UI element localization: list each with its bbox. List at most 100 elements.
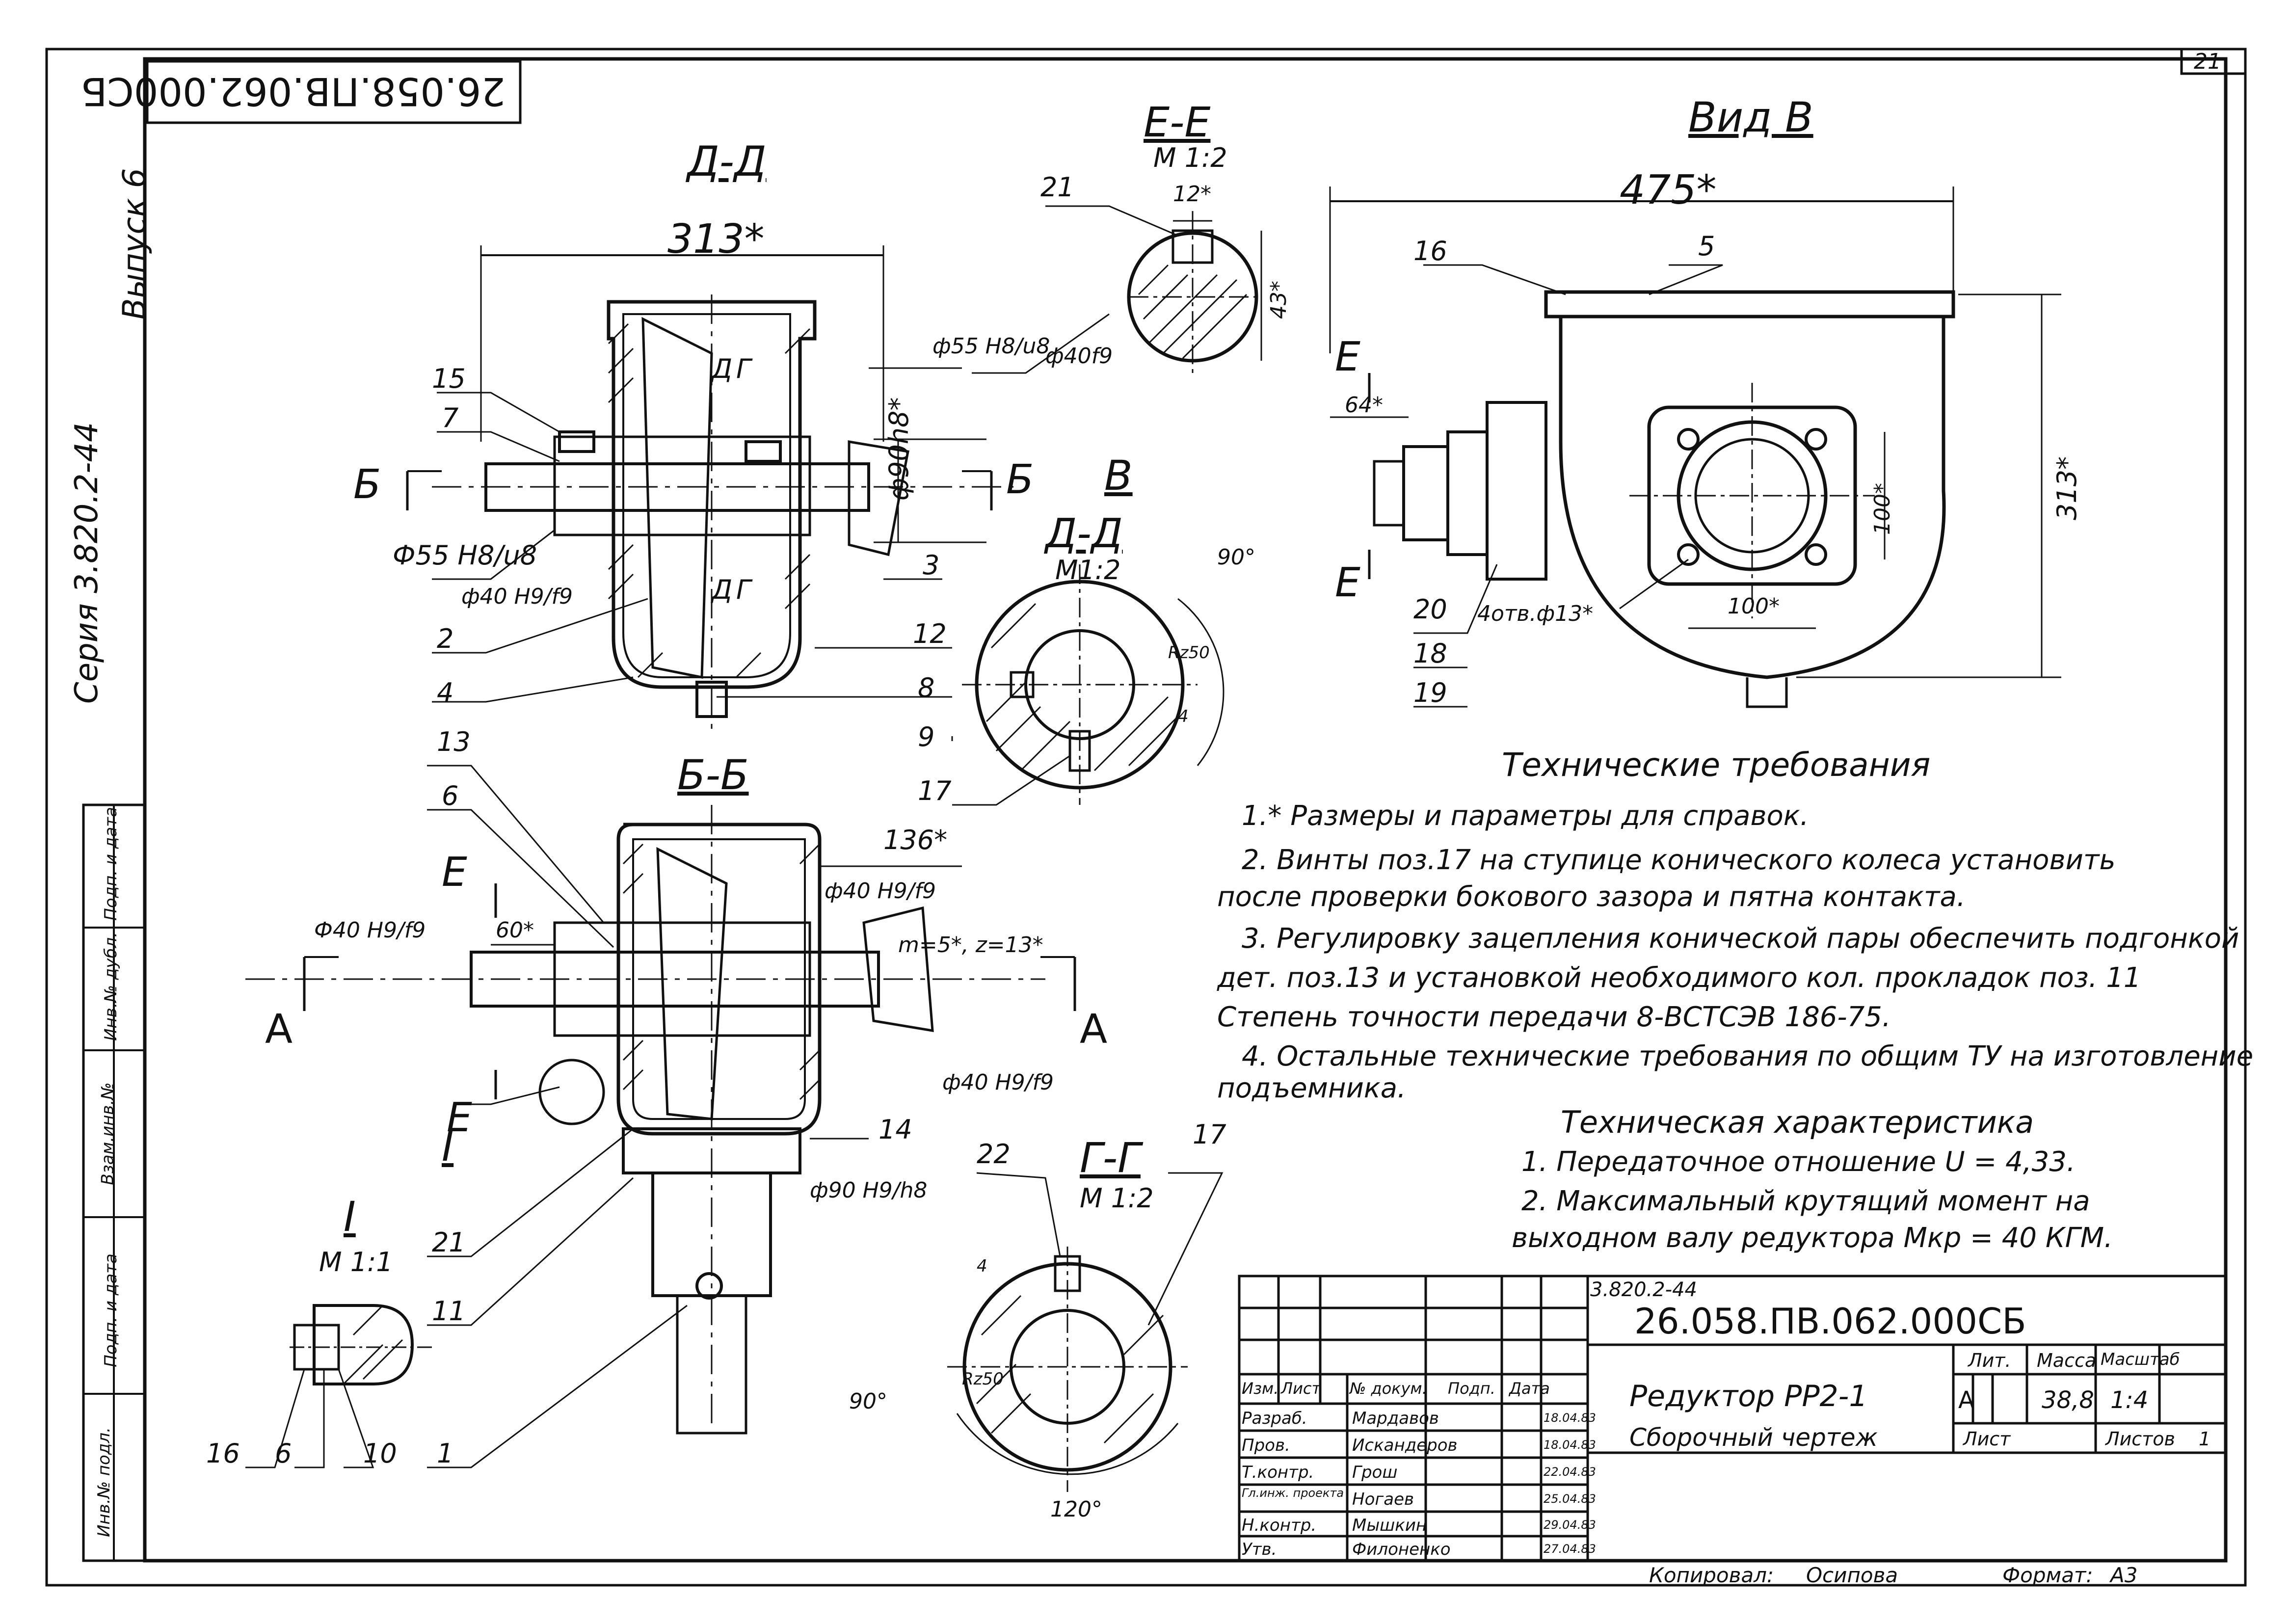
pos-15: 15 xyxy=(432,363,466,394)
tb-lit-label: Лит. xyxy=(1968,1350,2011,1371)
tech-char-3: выходном валу редуктора Мкр = 40 КГМ. xyxy=(1512,1222,2113,1254)
dim-40-b: Ф40 H9/f9 xyxy=(314,918,426,943)
pos-17: 17 xyxy=(918,775,952,806)
mark-e-3: Е xyxy=(1335,334,1360,380)
tech-req-2: 2. Винты поз.17 на ступице конического к… xyxy=(1242,844,2116,876)
pos-7: 7 xyxy=(442,402,459,433)
title-dd: Д-Д xyxy=(687,137,767,186)
title-vid-v: Вид В xyxy=(1688,93,1813,141)
view-v-linework xyxy=(1329,186,2061,708)
pos-22: 22 xyxy=(977,1139,1011,1170)
mark-e-1: Е xyxy=(442,849,467,896)
tb-date-2: 18.04.83 xyxy=(1544,1438,1596,1452)
mark-b-left: Б xyxy=(353,461,381,508)
mark-e-4: Е xyxy=(1335,559,1360,606)
tb-role-6: Утв. xyxy=(1242,1540,1277,1559)
mark-g-1: Г xyxy=(736,353,751,384)
pos-17-b: 17 xyxy=(1193,1119,1226,1150)
mark-d-1: Д xyxy=(712,353,733,384)
mark-a-right: А xyxy=(1080,1006,1108,1053)
side-field-2: Подп. и дата xyxy=(101,1253,121,1367)
pos-12: 12 xyxy=(913,618,947,649)
section-gg-linework xyxy=(947,1247,1188,1492)
dim-475: 475* xyxy=(1620,167,1717,213)
tech-req-1: 1.* Размеры и параметры для справок. xyxy=(1242,800,1809,832)
copied-by: Осипова xyxy=(1806,1563,1898,1587)
tech-req-5: дет. поз.13 и установкой необходимого ко… xyxy=(1217,962,2141,994)
tech-req-title: Технические требования xyxy=(1502,746,1931,784)
pos-16: 16 xyxy=(206,1438,240,1469)
mark-g-2: Г xyxy=(736,574,751,605)
format-label: Формат: xyxy=(2002,1563,2093,1587)
tb-lit-value: А xyxy=(1958,1386,1974,1414)
tb-date-5: 29.04.83 xyxy=(1544,1518,1596,1532)
tb-scale-label: Масштаб xyxy=(2101,1350,2180,1369)
tb-sheets-label: Листов xyxy=(2105,1428,2175,1450)
dim-40f9: ф40f9 xyxy=(1045,344,1113,369)
dim-rz50-b: Rz50 xyxy=(962,1369,1004,1389)
dim-4-b: 4 xyxy=(977,1256,987,1276)
leader-lines xyxy=(245,205,1723,1468)
tech-char-2: 2. Максимальный крутящий момент на xyxy=(1521,1185,2090,1217)
pos-6: 6 xyxy=(442,780,459,811)
dim-4-a: 4 xyxy=(1178,707,1189,726)
pos-19: 19 xyxy=(1413,677,1447,708)
dim-64: 64* xyxy=(1345,393,1383,418)
pos-2: 2 xyxy=(437,623,454,654)
pos-4: 4 xyxy=(437,677,454,708)
tb-sheet-label: Лист xyxy=(1963,1428,2011,1450)
label-v: В xyxy=(1104,452,1133,500)
dim-90deg-a: 90° xyxy=(1217,545,1255,570)
tb-date-6: 27.04.83 xyxy=(1544,1542,1596,1556)
tb-name-5: Мышкин xyxy=(1352,1516,1427,1535)
dim-90-h8: ф90h8* xyxy=(883,397,914,501)
dim-holes: 4отв.ф13* xyxy=(1477,601,1594,626)
title-gg: Г-Г xyxy=(1080,1134,1141,1182)
dim-90deg-b: 90° xyxy=(849,1389,887,1414)
tb-doc-code: 26.058.ПВ.062.000СБ xyxy=(1634,1301,2026,1342)
tb-name-2: Искандеров xyxy=(1352,1436,1458,1455)
side-field-5: Подп. и дата xyxy=(101,807,121,921)
dim-43: 43* xyxy=(1266,281,1291,319)
dim-55-a: ф55 H8/u8 xyxy=(932,334,1050,359)
title-ee: Е-Е xyxy=(1144,98,1211,146)
tb-scale-value: 1:4 xyxy=(2110,1386,2149,1414)
pos-9: 9 xyxy=(918,721,935,752)
dim-90-h9-h8: ф90 H9/h8 xyxy=(810,1178,928,1203)
tb-name-3: Грош xyxy=(1352,1463,1398,1482)
dim-12: 12* xyxy=(1173,182,1211,207)
pos-18: 18 xyxy=(1413,638,1447,669)
dim-120deg: 120° xyxy=(1050,1497,1102,1522)
scale-dd-small: М1:2 xyxy=(1055,555,1121,586)
pos-11: 11 xyxy=(432,1296,466,1327)
dim-100-v: 100* xyxy=(1870,483,1895,535)
scale-ee: М 1:2 xyxy=(1153,142,1227,173)
side-field-1: Инв.№ подл. xyxy=(94,1427,114,1537)
format-value: А3 xyxy=(2110,1563,2138,1587)
pos-16-b: 16 xyxy=(1413,236,1447,266)
side-field-3: Взам.инв.№ xyxy=(98,1082,118,1185)
pos-13: 13 xyxy=(437,726,471,757)
tb-head-date: Дата xyxy=(1509,1379,1550,1398)
tb-date-4: 25.04.83 xyxy=(1544,1492,1596,1506)
tb-role-5: Н.контр. xyxy=(1242,1516,1317,1535)
tb-name-4: Ногаев xyxy=(1352,1490,1414,1509)
tb-name-1: Мардавов xyxy=(1352,1409,1439,1428)
dim-136: 136* xyxy=(883,825,948,855)
mark-detail-i: I xyxy=(442,1124,454,1171)
page-number: 21 xyxy=(2194,49,2221,74)
tb-role-3: Т.контр. xyxy=(1242,1463,1314,1482)
scale-detail-i: М 1:1 xyxy=(319,1247,393,1278)
mark-a-left: А xyxy=(265,1006,293,1053)
outer-frame xyxy=(45,48,2247,1587)
pos-1: 1 xyxy=(437,1438,454,1469)
title-bb: Б-Б xyxy=(677,751,749,799)
tb-head-izm: Изм. xyxy=(1242,1379,1279,1398)
title-dd-small: Д-Д xyxy=(1045,510,1123,557)
title-block-lines xyxy=(1238,1275,2227,1562)
pos-6-b: 6 xyxy=(275,1438,292,1469)
tech-req-8: подъемника. xyxy=(1217,1072,1406,1104)
tb-date-3: 22.04.83 xyxy=(1544,1465,1596,1479)
section-bb-linework xyxy=(245,805,1076,1435)
tb-mass-value: 38,8 xyxy=(2042,1386,2094,1414)
